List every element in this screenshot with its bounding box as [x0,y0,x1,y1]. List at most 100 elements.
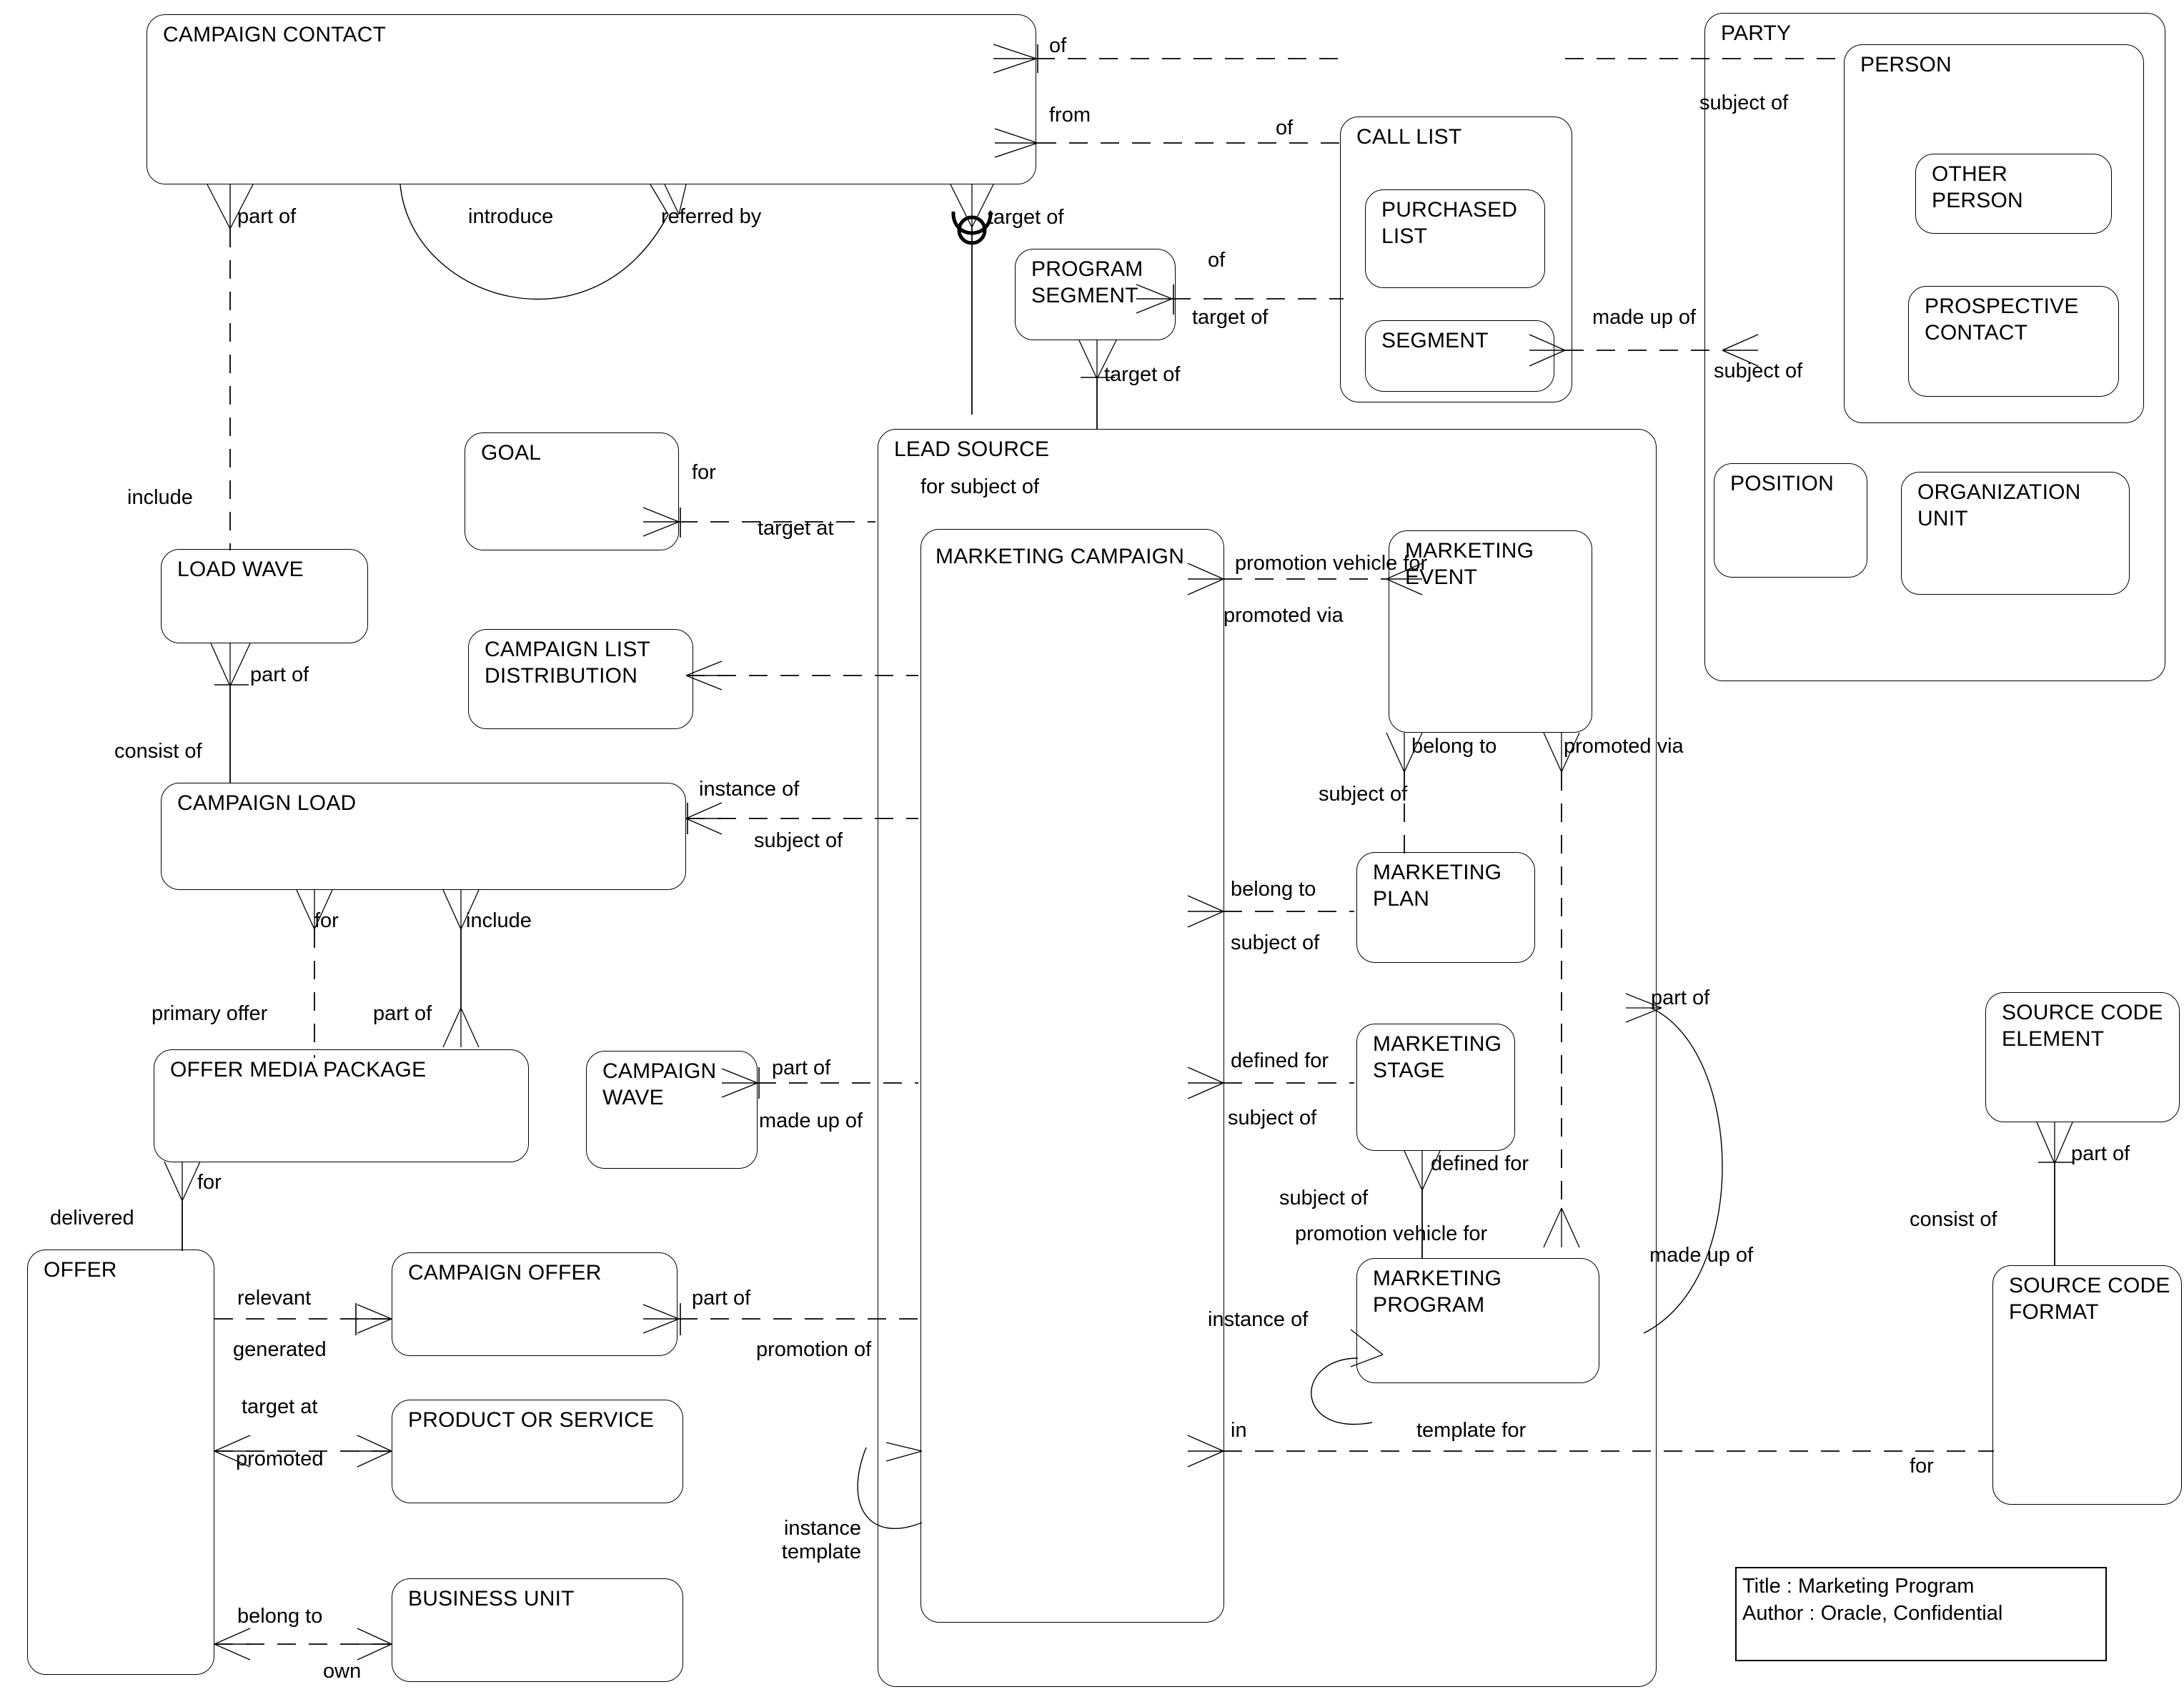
entity-person[interactable]: PERSON [1844,44,2144,423]
entity-call-list[interactable]: CALL LIST [1340,117,1572,402]
entity-label: BUSINESS UNIT [408,1587,575,1611]
entity-product-or-service[interactable]: PRODUCT OR SERVICE [392,1400,683,1503]
entity-label: OFFER [44,1258,117,1282]
entity-campaign-list-distribution[interactable]: CAMPAIGN LIST DISTRIBUTION [468,629,693,729]
rel-label-subject-of-plan: subject of [1231,931,1320,954]
rel-label-promoted-productorservice: promoted [236,1448,324,1470]
entity-label: PURCHASED LIST [1381,198,1518,248]
rel-label-own-businessunit: own [323,1660,362,1683]
rel-label-template-for-program: template for [1416,1419,1527,1442]
rel-label-primary-offer: primary offer [152,1002,268,1025]
entity-label: CALL LIST [1356,125,1462,149]
rel-label-subject-of-campaignload: subject of [754,829,843,852]
entity-campaign-contact[interactable]: CAMPAIGN CONTACT [147,14,1036,184]
rel-label-referred-by: referred by [661,205,762,228]
author-line: Author : Oracle, Confidential [1742,1602,2003,1625]
entity-organization-unit[interactable]: ORGANIZATION UNIT [1901,472,2130,595]
rel-label-part-of-program-arc: part of [1651,986,1710,1009]
rel-label-for-campaignload: for [314,909,339,932]
entity-label: PROSPECTIVE CONTACT [1925,295,2079,345]
entity-label: SOURCE CODE ELEMENT [2002,1001,2163,1051]
entity-campaign-load[interactable]: CAMPAIGN LOAD [161,783,686,890]
rel-label-of-programsegment: of [1208,249,1226,272]
rel-label-promotion-of-campaignoffer: promotion of [756,1338,872,1361]
entity-marketing-plan[interactable]: MARKETING PLAN [1356,852,1535,963]
rel-label-instance-of-program: instance of [1208,1308,1309,1331]
rel-label-part-of-campaigncontact: part of [237,205,297,228]
rel-label-target-at-goal: target at [758,517,834,540]
rel-label-defined-for-stage: defined for [1231,1049,1329,1072]
rel-label-part-of-loadwave: part of [250,663,309,686]
entity-label: GOAL [481,441,542,465]
entity-label: CAMPAIGN WAVE [602,1059,717,1109]
entity-label: CAMPAIGN OFFER [408,1261,602,1285]
rel-label-subject-of-prospective: subject of [1714,360,1803,382]
rel-label-relevant-offer: relevant [237,1287,312,1310]
entity-prospective-contact[interactable]: PROSPECTIVE CONTACT [1908,286,2119,397]
entity-label: LEAD SOURCE [894,437,1050,461]
rel-label-include-loadwave: include [127,486,193,509]
rel-label-introduce: introduce [468,205,554,228]
entity-program-segment[interactable]: PROGRAM SEGMENT [1015,249,1176,340]
entity-label: SEGMENT [1381,329,1489,352]
rel-label-part-of-sourcecodeelement: part of [2071,1142,2130,1165]
title-block: Title : Marketing Program Author : Oracl… [1735,1567,2107,1661]
rel-label-target-of-programsegment-right: target of [1192,306,1269,329]
entity-position[interactable]: POSITION [1714,463,1867,578]
entity-label: PERSON [1860,53,1952,76]
entity-label: PARTY [1721,21,1792,45]
entity-other-person[interactable]: OTHER PERSON [1915,154,2112,234]
entity-load-wave[interactable]: LOAD WAVE [161,549,368,643]
rel-label-part-of-offermediapackage: part of [373,1002,432,1025]
rel-label-of-campaigncontact-calllist: of [1049,34,1067,57]
rel-label-part-of-campaignwave: part of [772,1057,831,1079]
entity-label: CAMPAIGN LOAD [177,791,357,815]
rel-label-from-campaigncontact-calllist: from [1049,104,1091,127]
rel-label-of-calllist: of [1276,117,1294,139]
entity-goal[interactable]: GOAL [465,432,679,550]
entity-label: LOAD WAVE [177,558,304,581]
entity-label: CAMPAIGN LIST DISTRIBUTION [485,638,651,688]
rel-label-subject-of-stage: subject of [1228,1107,1317,1129]
entity-marketing-campaign[interactable]: MARKETING CAMPAIGN [920,529,1224,1623]
entity-campaign-wave[interactable]: CAMPAIGN WAVE [586,1051,758,1169]
rel-label-subject-of-party: subject of [1699,91,1789,114]
rel-label-promotion-vehicle-for-program: promotion vehicle for [1295,1222,1488,1245]
rel-label-instance-template-arc: instance template [781,1517,861,1564]
entity-label: OTHER PERSON [1932,162,2023,212]
entity-marketing-stage[interactable]: MARKETING STAGE [1356,1024,1515,1151]
entity-label: MARKETING PLAN [1373,861,1502,911]
rel-label-for-offermediapackage: for [197,1171,222,1194]
rel-label-defined-for-stage-program: defined for [1431,1152,1529,1175]
rel-label-promoted-via-event-program: promoted via [1564,735,1684,758]
entity-source-code-element[interactable]: SOURCE CODE ELEMENT [1985,992,2180,1122]
entity-label: POSITION [1730,472,1834,495]
entity-business-unit[interactable]: BUSINESS UNIT [392,1578,683,1682]
entity-offer[interactable]: OFFER [27,1250,214,1675]
entity-label: CAMPAIGN CONTACT [163,23,387,46]
rel-label-consist-of-sourcecodeformat: consist of [1910,1208,1997,1231]
entity-purchased-list[interactable]: PURCHASED LIST [1365,189,1545,288]
entity-label: SOURCE CODE FORMAT [2009,1274,2170,1324]
entity-segment[interactable]: SEGMENT [1365,320,1554,392]
entity-label: ORGANIZATION UNIT [1917,480,2081,530]
entity-label: PRODUCT OR SERVICE [408,1408,655,1432]
entity-campaign-offer[interactable]: CAMPAIGN OFFER [392,1252,677,1356]
entity-label: OFFER MEDIA PACKAGE [170,1058,427,1082]
entity-label: PROGRAM SEGMENT [1031,257,1143,307]
entity-lead-source[interactable]: LEAD SOURCE [878,429,1657,1687]
rel-label-for-sourcecodeformat: for [1910,1455,1934,1478]
rel-label-made-up-of-campaignwave: made up of [759,1109,863,1132]
entity-source-code-format[interactable]: SOURCE CODE FORMAT [1992,1265,2182,1505]
rel-label-generated-offer: generated [233,1338,327,1361]
entity-party[interactable]: PARTY [1704,13,2165,681]
rel-label-promotion-vehicle-for-event: promotion vehicle for [1235,552,1428,575]
entity-marketing-program[interactable]: MARKETING PROGRAM [1356,1258,1599,1383]
rel-label-belong-to-businessunit: belong to [237,1605,323,1628]
rel-label-target-at-productorservice: target at [242,1395,318,1418]
rel-label-for-goal: for [692,461,716,484]
rel-label-instance-of-campaignload: instance of [699,778,800,801]
entity-marketing-event[interactable]: MARKETING EVENT [1389,530,1592,733]
entity-offer-media-package[interactable]: OFFER MEDIA PACKAGE [154,1049,529,1162]
